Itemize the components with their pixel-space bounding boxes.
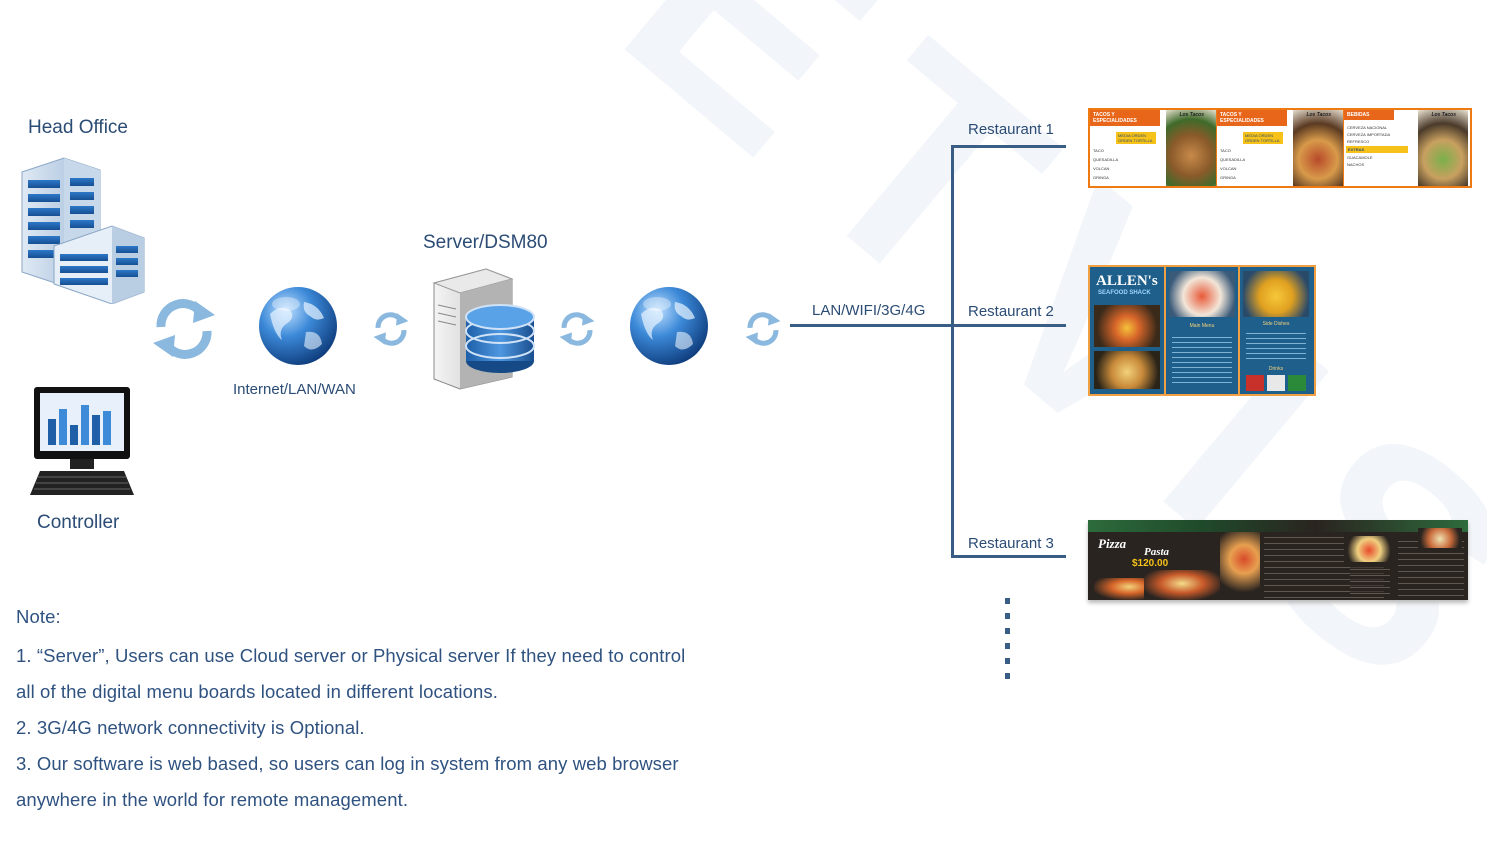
sync-arrows-icon [745,312,781,346]
internet-label: Internet/LAN/WAN [233,381,356,398]
food-photo [1220,532,1260,600]
panel-row: TACO [1220,148,1231,153]
menu-text-lines [1246,329,1306,363]
restaurant-1-label: Restaurant 1 [968,121,1054,138]
note-line: 2. 3G/4G network connectivity is Optiona… [16,717,365,738]
note-line: all of the digital menu boards located i… [16,681,499,702]
panel-row: QUESADILLA [1220,157,1246,162]
brand-subtitle: SEAFOOD SHACK [1098,290,1151,296]
section-title: Side Dishes [1262,321,1290,327]
panel-row: CERVEZA IMPORTADA [1347,132,1391,137]
menu-panel: BEBIDAS CERVEZA NACIONAL CERVEZA IMPORTA… [1344,110,1468,186]
panel-row: REFRESCO [1347,139,1370,144]
panel-row: VOLCAN [1220,166,1237,171]
section-title: Main Menu [1189,323,1215,329]
food-photo [1293,110,1343,186]
office-building-icon [21,157,145,304]
restaurant-2-label: Restaurant 2 [968,303,1054,320]
food-photo [1094,351,1160,389]
globe-icon [630,287,708,365]
panel-row: NACHOS [1347,162,1365,167]
leaf-banner [1088,520,1468,532]
controller-label: Controller [37,512,120,533]
panel-row: GUACAMOLE [1347,155,1373,160]
food-photo [1243,271,1309,317]
restaurant-1-menu-board: TACOS Y ESPECIALIDADES MEDIA ORDEN ORDEN… [1088,108,1472,188]
note-line: anywhere in the world for remote managem… [16,789,409,810]
server-label: Server/DSM80 [423,232,548,253]
food-photo [1344,536,1394,562]
globe-icon [259,287,337,365]
network-trunk-line [790,324,1066,327]
promo-title-1: Pizza [1098,536,1127,551]
sync-arrows-icon [153,299,215,359]
menu-panel: TACOS Y ESPECIALIDADES MEDIA ORDEN ORDEN… [1217,110,1344,186]
branch-line-restaurant-3 [951,555,1066,558]
drink-cans [1246,375,1306,391]
restaurant-3-menu-board: Pizza Pasta $120.00 [1088,520,1468,600]
brand-badge: Los Tacos [1431,112,1456,118]
panel-row: QUESADILLA [1093,157,1119,162]
menu-text-lines [1350,564,1390,596]
brand-badge: Los Tacos [1306,112,1331,118]
sync-arrows-icon [373,312,409,346]
menu-panel: TACOS Y ESPECIALIDADES MEDIA ORDEN ORDEN… [1090,110,1217,186]
food-photo [1169,271,1235,317]
food-photo [1418,528,1462,548]
network-vertical-line [951,145,954,557]
head-office-label: Head Office [28,117,128,138]
sync-arrows-icon [559,312,595,346]
panel-row: CERVEZA NACIONAL [1347,125,1388,130]
menu-text-lines [1172,333,1232,385]
panel-subheader: MEDIA ORDEN ORDEN TORTILLA [1116,132,1156,144]
panel-row: TACO [1093,148,1104,153]
note-title: Note: [16,606,61,627]
panel-header: BEBIDAS [1344,110,1394,120]
more-restaurants-dots [1005,598,1010,679]
panel-row: VOLCAN [1093,166,1110,171]
panel-row: GRINGA [1093,175,1109,180]
restaurant-2-menu-board: ALLEN's SEAFOOD SHACK Main Menu Side Dis… [1088,265,1316,396]
server-database-icon [432,268,535,390]
panel-header: TACOS Y ESPECIALIDADES [1217,110,1287,126]
brand-title: ALLEN's [1096,273,1158,289]
food-photo [1144,570,1220,600]
promo-title-2: Pasta [1144,546,1170,558]
brand-badge: Los Tacos [1179,112,1204,118]
food-photo [1418,110,1468,186]
panel-subheader: MEDIA ORDEN ORDEN TORTILLA [1243,132,1283,144]
panel-subheader: EXTRAS [1346,146,1408,153]
panel-row: GRINGA [1220,175,1236,180]
food-photo [1094,305,1160,347]
monitor-chart-icon [30,387,134,495]
branch-line-restaurant-1 [951,145,1066,148]
network-label: LAN/WIFI/3G/4G [812,302,926,319]
food-photo [1166,110,1216,186]
restaurant-3-label: Restaurant 3 [968,535,1054,552]
panel-header: TACOS Y ESPECIALIDADES [1090,110,1160,126]
section-title: Drinks [1268,366,1284,372]
promo-price: $120.00 [1132,558,1169,569]
note-line: 3. Our software is web based, so users c… [16,753,679,774]
note-line: 1. “Server”, Users can use Cloud server … [16,645,686,666]
